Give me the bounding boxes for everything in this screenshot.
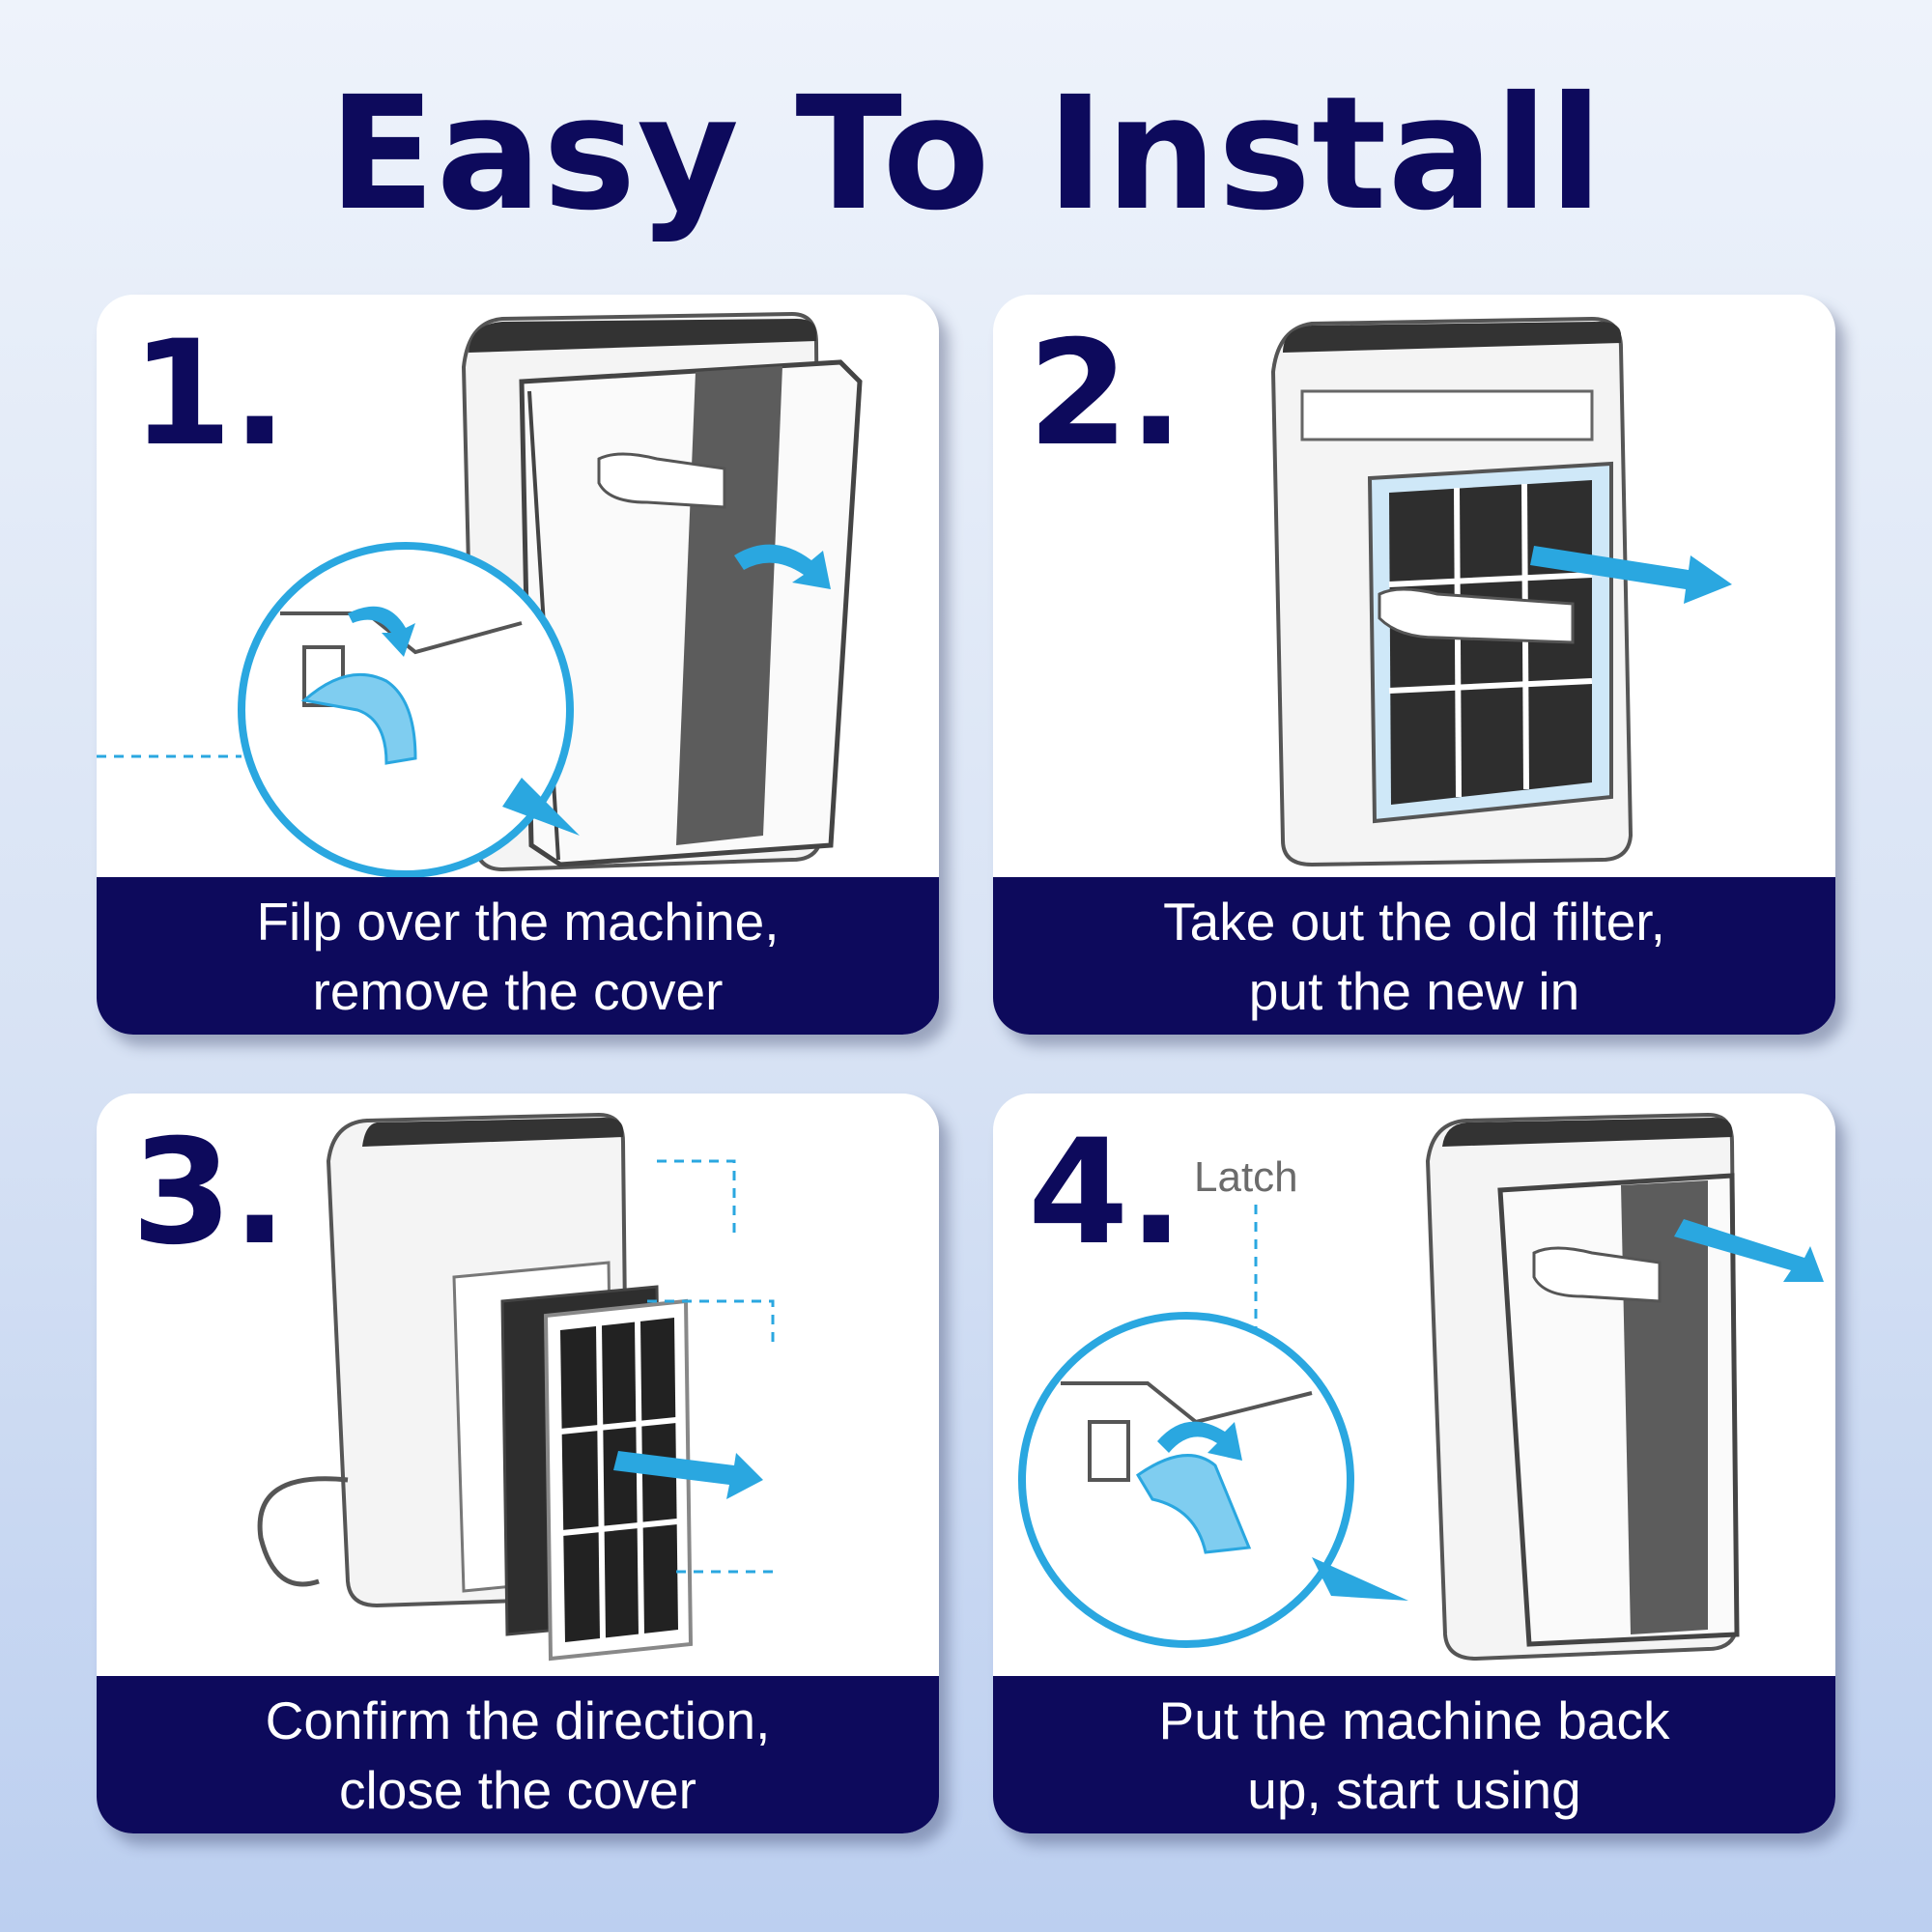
step-caption: Put the machine back up, start using xyxy=(993,1676,1835,1833)
air-purifier-replace-filter-illustration xyxy=(1270,316,1732,867)
step-caption: Confirm the direction, close the cover xyxy=(97,1676,939,1833)
page-title: Easy To Install xyxy=(328,64,1604,245)
caption-line-1: Take out the old filter, xyxy=(1163,891,1665,952)
caption-line-2: remove the cover xyxy=(312,960,724,1021)
step-number: 4. xyxy=(1028,1109,1184,1277)
caption-line-2: up, start using xyxy=(1247,1759,1581,1820)
air-purifier-close-cover-illustration xyxy=(1018,1112,1824,1662)
air-purifier-flip-cover-illustration xyxy=(97,311,863,878)
step-card-2: 2. Take out the old filter, put the new … xyxy=(993,295,1835,1035)
step-number: 3. xyxy=(131,1109,288,1277)
step-caption: Filp over the machine, remove the cover xyxy=(97,877,939,1035)
step-number: 2. xyxy=(1028,310,1184,478)
step-card-3: 3. Confirm the direction, close the cove… xyxy=(97,1094,939,1833)
caption-line-1: Filp over the machine, xyxy=(256,891,780,952)
caption-line-1: Confirm the direction, xyxy=(265,1690,771,1750)
air-purifier-filter-direction-illustration xyxy=(257,1112,778,1662)
latch-label: Latch xyxy=(1194,1153,1298,1201)
caption-line-2: put the new in xyxy=(1248,960,1580,1021)
step-card-1: 1. Filp over the machine, remove the cov… xyxy=(97,295,939,1035)
step-card-4: 4. Latch Put the machine back up, start … xyxy=(993,1094,1835,1833)
step-caption: Take out the old filter, put the new in xyxy=(993,877,1835,1035)
caption-line-1: Put the machine back xyxy=(1158,1690,1670,1750)
step-number: 1. xyxy=(131,310,288,478)
caption-line-2: close the cover xyxy=(339,1759,696,1820)
